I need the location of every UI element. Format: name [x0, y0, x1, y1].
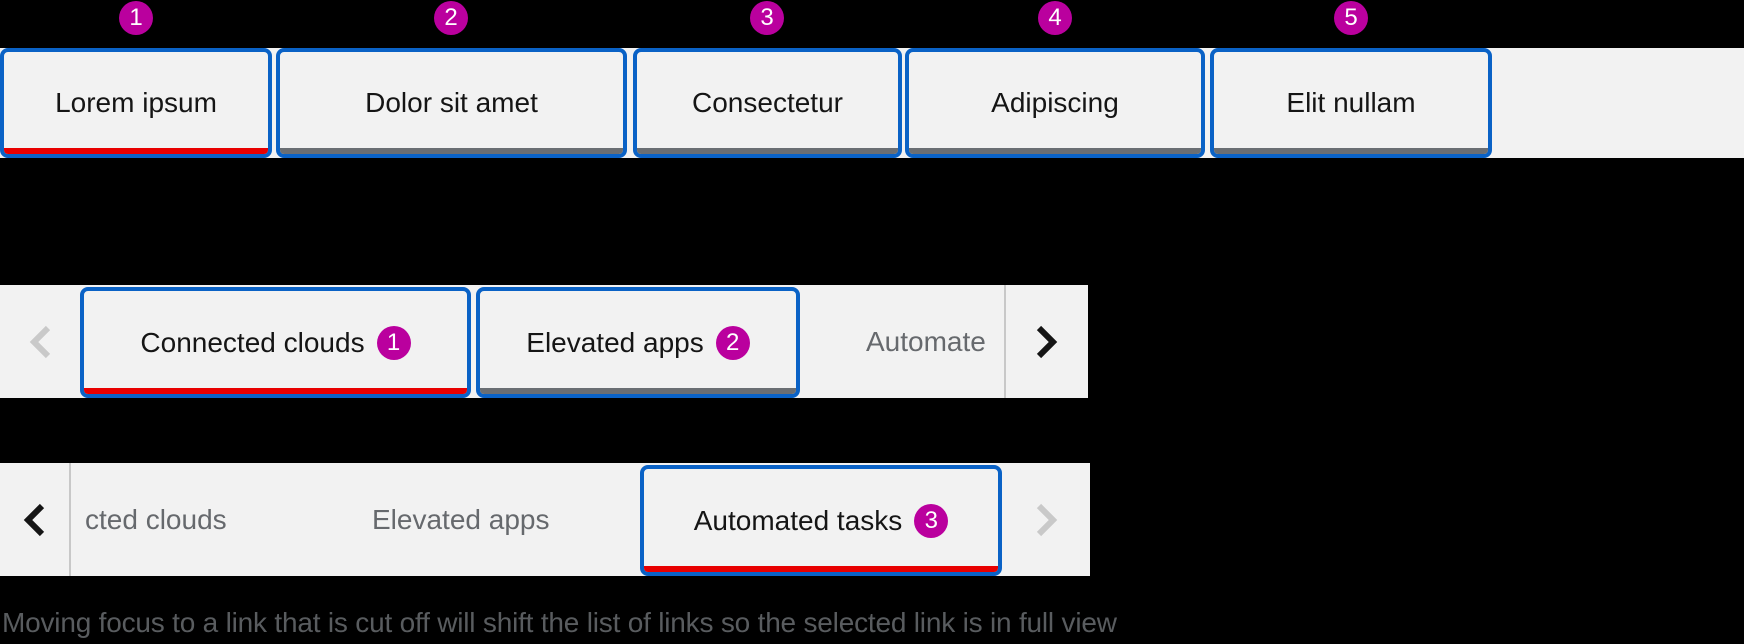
annotation-badge-2: 2 — [715, 325, 750, 360]
tab-connected-clouds[interactable]: Connected clouds 1 — [80, 287, 471, 398]
caption-text: Moving focus to a link that is cut off w… — [2, 607, 1117, 638]
selected-underline — [644, 566, 998, 572]
unselected-underline — [909, 148, 1201, 154]
unselected-underline — [280, 148, 623, 154]
chevron-left-icon — [29, 325, 51, 358]
chevron-left-icon — [23, 503, 45, 536]
scroll-left-button[interactable] — [0, 285, 80, 398]
annotation-badge-1: 1 — [119, 1, 153, 35]
unselected-underline — [480, 388, 796, 394]
tabs-bar-overflow-start: Connected clouds 1 Elevated apps 2 Autom… — [0, 285, 1088, 398]
tab-label: Elevated apps — [526, 326, 704, 358]
annotation-badge-1: 1 — [376, 325, 411, 360]
divider — [1004, 285, 1006, 398]
tab-lorem-ipsum[interactable]: Lorem ipsum — [0, 48, 272, 158]
tab-elevated-apps[interactable]: Elevated apps 2 — [476, 287, 800, 398]
divider — [69, 463, 71, 576]
tab-label: Lorem ipsum — [55, 87, 217, 118]
selected-underline — [4, 148, 268, 154]
annotation-badge-5: 5 — [1334, 1, 1368, 35]
annotation-badge-2: 2 — [434, 1, 468, 35]
tab-dolor-sit-amet[interactable]: Dolor sit amet — [276, 48, 627, 158]
tab-label: Dolor sit amet — [365, 87, 538, 118]
tabs-bar-overflow-shifted: cted clouds Elevated apps Automated task… — [0, 463, 1090, 576]
tab-label: Adipiscing — [991, 87, 1119, 118]
chevron-right-icon — [1036, 503, 1057, 536]
tab-automated-tasks-cutoff[interactable]: Automate — [866, 325, 986, 357]
unselected-underline — [637, 148, 898, 154]
tab-connected-clouds-cutoff[interactable]: cted clouds — [85, 503, 227, 535]
unselected-underline — [1214, 148, 1488, 154]
chevron-right-icon — [1036, 325, 1058, 358]
scroll-right-button[interactable] — [1006, 285, 1088, 398]
annotation-badge-3: 3 — [914, 503, 949, 538]
tab-label: Consectetur — [692, 87, 843, 118]
tab-elit-nullam[interactable]: Elit nullam — [1210, 48, 1492, 158]
scroll-left-button[interactable] — [0, 463, 68, 576]
annotation-badge-4: 4 — [1038, 1, 1072, 35]
tab-label: Connected clouds — [140, 326, 365, 358]
tab-consectetur[interactable]: Consectetur — [633, 48, 902, 158]
tab-adipiscing[interactable]: Adipiscing — [905, 48, 1205, 158]
tab-automated-tasks[interactable]: Automated tasks 3 — [640, 465, 1002, 576]
tab-elevated-apps[interactable]: Elevated apps — [372, 503, 550, 535]
tab-label: Elit nullam — [1286, 87, 1416, 118]
tab-label: Automated tasks — [693, 504, 903, 536]
tabs-bar-static: Lorem ipsum Dolor sit amet Consectetur A… — [0, 48, 1744, 158]
annotation-badge-3: 3 — [750, 1, 784, 35]
scroll-right-button[interactable] — [1003, 463, 1090, 576]
selected-underline — [84, 388, 467, 394]
